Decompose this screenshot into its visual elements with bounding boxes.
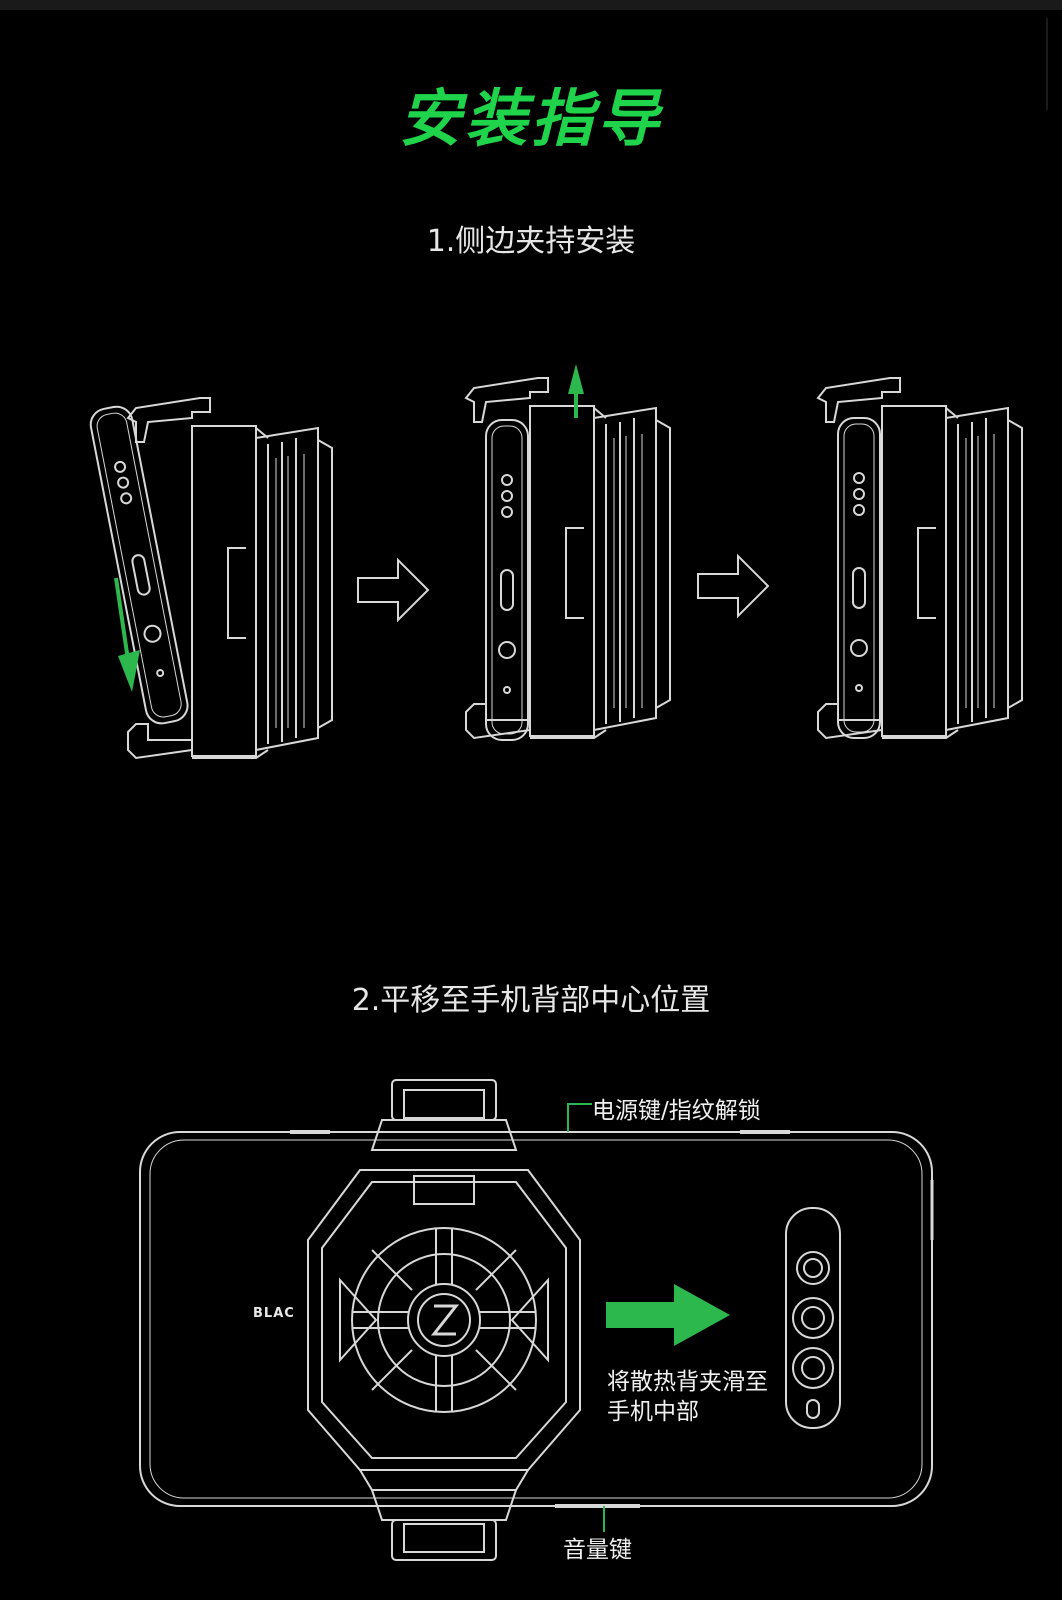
clip-side-view-b	[465, 377, 671, 739]
clip-side-view-a	[127, 397, 333, 759]
arrow-right-outline-icon	[357, 557, 430, 623]
volume-button-callout: 音量键	[563, 1537, 632, 1563]
step-2-heading: 2.平移至手机背部中心位置	[351, 983, 711, 1018]
brand-logo-text: BLAC	[253, 1306, 295, 1321]
page-title: 安装指导	[398, 82, 663, 155]
arrow-up-green-icon	[568, 364, 584, 418]
step-1-heading: 1.侧边夹持安装	[426, 224, 636, 259]
power-button-callout: 电源键/指纹解锁	[592, 1098, 761, 1124]
cooler-clip-front-view	[307, 1079, 581, 1561]
phone-upright-b	[485, 419, 529, 741]
phone-upright-c	[837, 417, 881, 739]
phone-tilted	[87, 402, 192, 728]
arrow-right-green-icon	[606, 1284, 730, 1346]
arrow-right-outline-icon	[697, 553, 770, 619]
top-bar	[0, 0, 1062, 10]
callout-lines	[567, 1103, 605, 1532]
phone-back-view	[139, 1130, 934, 1508]
side-panel-edge	[1046, 18, 1062, 110]
slide-instruction-line-1: 将散热背夹滑至	[607, 1369, 768, 1395]
slide-instruction-line-2: 手机中部	[607, 1399, 699, 1425]
clip-side-view-c	[817, 377, 1023, 739]
slide-instruction: 将散热背夹滑至 手机中部	[607, 1367, 807, 1427]
arrow-down-green-icon	[114, 577, 140, 692]
